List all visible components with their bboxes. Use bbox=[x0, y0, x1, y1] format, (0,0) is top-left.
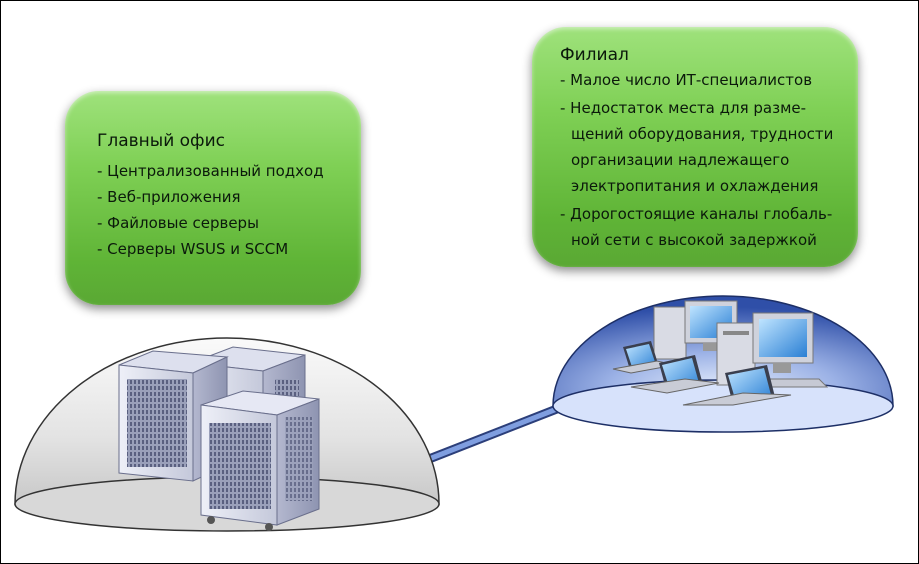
main-office-title: Главный офис bbox=[97, 131, 225, 151]
main-office-item: - Серверы WSUS и SCCM bbox=[97, 240, 289, 258]
branch-item: - Недостаток места для разме-щений обору… bbox=[560, 99, 834, 195]
computer-network-icon bbox=[612, 300, 829, 406]
wan-link-icon bbox=[424, 400, 572, 464]
main-office-item: - Веб-приложения bbox=[97, 188, 241, 206]
branch-title: Филиал bbox=[560, 45, 629, 65]
branch-item: - Дорогостоящие каналы глобаль-ной сети … bbox=[560, 205, 833, 249]
main-office-list: - Централизованный подход - Веб-приложен… bbox=[97, 159, 324, 262]
server-rack-icon bbox=[118, 346, 320, 531]
branch-item: - Малое число ИТ-специалистов bbox=[560, 71, 813, 89]
branch-box: Филиал - Малое число ИТ-специалистов - Н… bbox=[532, 27, 858, 267]
branch-list: - Малое число ИТ-специалистов - Недостат… bbox=[560, 67, 848, 253]
main-office-box: Главный офис - Централизованный подход -… bbox=[65, 91, 361, 305]
main-office-item: - Централизованный подход bbox=[97, 162, 324, 180]
main-office-item: - Файловые серверы bbox=[97, 214, 259, 232]
